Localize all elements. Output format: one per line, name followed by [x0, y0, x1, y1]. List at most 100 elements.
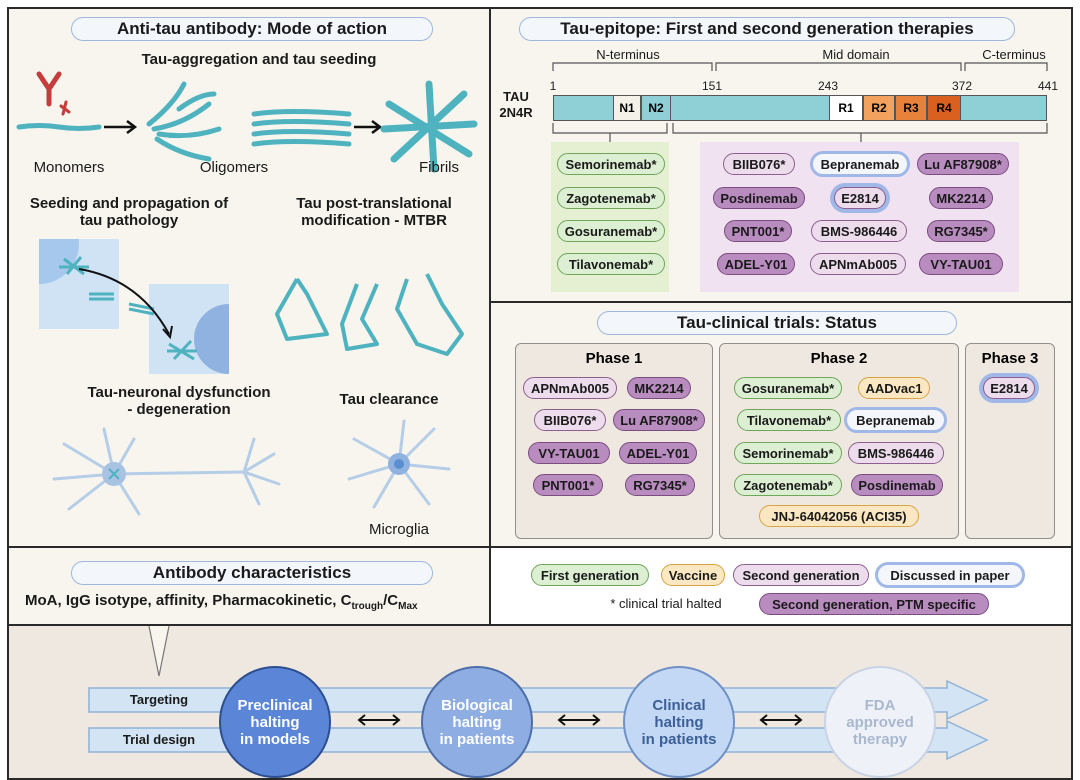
n-terminus-label: N-terminus	[596, 47, 660, 62]
phase2-posdinemab: Posdinemab	[851, 474, 943, 496]
epitope-vy-tau01: VY-TAU01	[919, 253, 1003, 275]
epitope-bms-986446: BMS-986446	[811, 220, 907, 242]
stage-clinical-line2: halting	[654, 713, 704, 731]
position-151: 151	[701, 79, 723, 93]
stacked-fibril-icon	[251, 109, 352, 147]
domain-r4: R4	[927, 95, 961, 121]
aggregation-title: Tau-aggregation and tau seeding	[141, 51, 377, 68]
aggregation-illustration	[16, 71, 478, 173]
position-1: 1	[549, 79, 557, 93]
epitope-zagotenemab: Zagotenemab*	[557, 187, 665, 209]
phase1-mk2214: MK2214	[627, 377, 691, 399]
seeding-title: Seeding and propagation of tau pathology	[29, 195, 229, 229]
phase2-tilavonemab: Tilavonemab*	[737, 409, 841, 431]
epitope-mk2214: MK2214	[929, 187, 993, 209]
position-372: 372	[951, 79, 973, 93]
oligomers-label: Oligomers	[199, 159, 269, 176]
phase1-apnmab005: APNmAb005	[523, 377, 617, 399]
epitope-adel-y01: ADEL-Y01	[717, 253, 795, 275]
phase2-gosuranemab: Gosuranemab*	[734, 377, 842, 399]
phase3-e2814: E2814	[983, 377, 1035, 399]
phase1-rg7345: RG7345*	[625, 474, 695, 496]
characteristics-text: MoA, IgG isotype, affinity, Pharmacokine…	[25, 592, 495, 612]
position-243: 243	[817, 79, 839, 93]
mid-domain-label: Mid domain	[822, 47, 890, 62]
phase1-adel-y01: ADEL-Y01	[619, 442, 697, 464]
epitope-e2814: E2814	[834, 187, 886, 209]
legend-vaccine: Vaccine	[661, 564, 725, 586]
neuronal-title: Tau-neuronal dysfunction - degeneration	[87, 384, 271, 418]
stage-preclinical-line2: halting	[250, 713, 300, 731]
phase1-vy-tau01: VY-TAU01	[528, 442, 610, 464]
isoform-label: 2N4R	[499, 105, 533, 120]
legend-halted-note: * clinical trial halted	[610, 596, 722, 611]
antibody-characteristics-panel: Antibody characteristics MoA, IgG isotyp…	[7, 546, 491, 626]
stage-fda-line3: therapy	[852, 730, 908, 748]
phase1-box: Phase 1	[515, 343, 713, 539]
clinical-trials-panel: Tau-clinical trials: Status Phase 1 Phas…	[489, 301, 1073, 548]
stage-preclinical-line1: Preclinical	[237, 696, 313, 714]
mode-of-action-panel: Anti-tau antibody: Mode of action Tau-ag…	[7, 7, 491, 548]
epitope-rg7345: RG7345*	[927, 220, 995, 242]
targeting-label: Targeting	[129, 692, 189, 707]
epitope-brackets	[552, 123, 1048, 143]
epitope-posdinemab: Posdinemab	[713, 187, 805, 209]
phase2-semorinemab: Semorinemab*	[734, 442, 842, 464]
phase3-title: Phase 3	[981, 350, 1039, 367]
clinical-trials-title: Tau-clinical trials: Status	[597, 311, 957, 335]
phase2-bms-986446: BMS-986446	[848, 442, 944, 464]
stage-fda-line2: approved	[846, 713, 914, 731]
stage-clinical-line3: in patients	[641, 730, 717, 748]
tau-label: TAU	[503, 89, 529, 104]
epitope-pnt001: PNT001*	[724, 220, 792, 242]
legend-second-generation: Second generation	[733, 564, 869, 586]
epitope-gosuranemab: Gosuranemab*	[557, 220, 665, 242]
stage-biological-line3: in patients	[439, 730, 515, 748]
legend-first-generation: First generation	[531, 564, 649, 586]
domain-brackets	[552, 62, 1048, 71]
stage-fda-line1: FDA	[864, 696, 896, 714]
trial-design-label: Trial design	[122, 732, 196, 747]
stage-preclinical-line3: in models	[239, 730, 310, 748]
c-max-sub: Max	[398, 601, 418, 612]
domain-r2: R2	[863, 95, 895, 121]
microglia-label: Microglia	[368, 521, 429, 538]
phase2-aadvac1: AADvac1	[858, 377, 930, 399]
epitope-semorinemab: Semorinemab*	[557, 153, 665, 175]
stage-biological-line2: halting	[452, 713, 502, 731]
position-441: 441	[1037, 79, 1059, 93]
epitope-biib076: BIIB076*	[723, 153, 795, 175]
ptm-title: Tau post-translational modification - MT…	[296, 195, 452, 229]
neuron-illustration	[52, 427, 281, 516]
legend-ptm-specific: Second generation, PTM specific	[759, 593, 989, 615]
phase3-box: Phase 3	[965, 343, 1055, 539]
antibody-icon	[36, 71, 71, 116]
phase2-jnj-64042056: JNJ-64042056 (ACI35)	[759, 505, 919, 527]
legend-panel: First generation Vaccine Second generati…	[489, 546, 1073, 626]
phase2-bepranemab: Bepranemab	[844, 407, 947, 433]
mode-of-action-title: Anti-tau antibody: Mode of action	[71, 17, 433, 41]
tau-epitope-panel: Tau-epitope: First and second generation…	[489, 7, 1073, 303]
clearance-title: Tau clearance	[339, 391, 439, 408]
c-terminus-label: C-terminus	[982, 47, 1046, 62]
fibrils-icon	[380, 80, 478, 173]
microglia-illustration	[347, 419, 451, 509]
phase2-title: Phase 2	[810, 350, 868, 367]
domain-n2: N2	[641, 95, 671, 121]
epitope-apnmab005: APNmAb005	[810, 253, 906, 275]
arrow-icon	[104, 120, 138, 134]
stage-clinical-line1: Clinical	[652, 696, 706, 714]
fibrils-label: Fibrils	[419, 159, 459, 176]
monomers-label: Monomers	[33, 159, 105, 176]
stage-biological-line1: Biological	[441, 696, 513, 714]
epitope-tilavonemab: Tilavonemab*	[557, 253, 665, 275]
ptm-illustration	[275, 273, 464, 356]
oligomer-icon	[146, 81, 222, 162]
tau-epitope-title: Tau-epitope: First and second generation…	[519, 17, 1015, 41]
domain-r3: R3	[895, 95, 927, 121]
phase1-lu-af87908: Lu AF87908*	[613, 409, 705, 431]
